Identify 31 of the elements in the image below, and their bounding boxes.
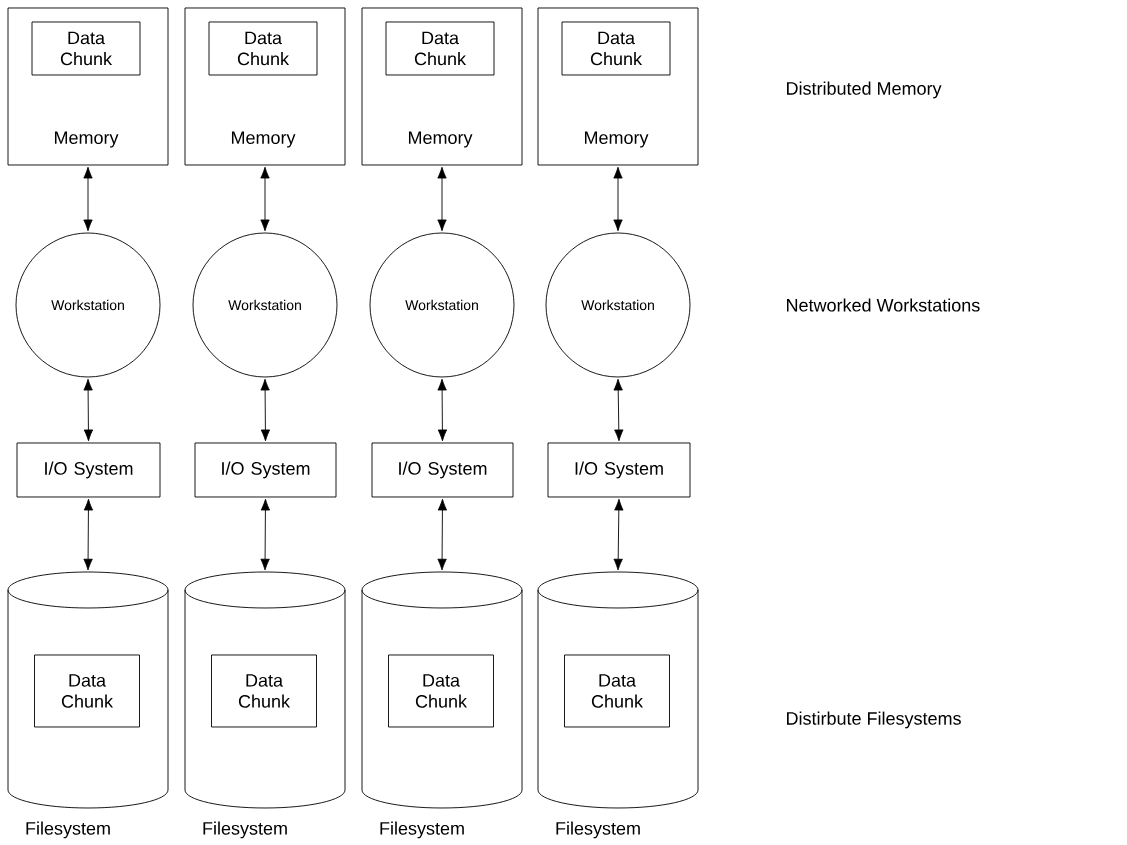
filesystem-label: Filesystem xyxy=(556,821,640,839)
layer-label: Networked Workstations xyxy=(787,298,980,312)
arrow xyxy=(83,498,94,571)
arrow xyxy=(437,498,448,571)
data-chunk-box: Data Chunk xyxy=(31,21,141,76)
data-chunk-box: Data Chunk xyxy=(211,654,317,728)
arrow xyxy=(437,166,447,232)
arrow xyxy=(260,378,271,442)
arrow xyxy=(437,378,448,442)
arrow xyxy=(260,498,271,571)
io-system-box: I/O System xyxy=(547,442,691,498)
layer-label: Distirbute Filesystems xyxy=(787,711,961,729)
arrow xyxy=(260,166,270,232)
filesystem-label: Filesystem xyxy=(26,821,110,839)
io-system-box: I/O System xyxy=(16,442,161,498)
data-chunk-box: Data Chunk xyxy=(385,21,495,76)
data-chunk-box: Data Chunk xyxy=(564,654,670,728)
arrow xyxy=(613,498,624,571)
data-chunk-box: Data Chunk xyxy=(208,21,318,76)
arrow xyxy=(613,378,624,442)
layer-label: Distributed Memory xyxy=(787,81,942,99)
data-chunk-box: Data Chunk xyxy=(561,21,671,76)
io-system-box: I/O System xyxy=(194,442,337,498)
arrow xyxy=(613,166,623,232)
filesystem-label: Filesystem xyxy=(203,821,287,839)
arrow xyxy=(83,166,93,232)
io-system-box: I/O System xyxy=(371,442,514,498)
data-chunk-box: Data Chunk xyxy=(388,654,494,728)
arrow xyxy=(83,378,94,442)
filesystem-label: Filesystem xyxy=(380,821,464,839)
data-chunk-box: Data Chunk xyxy=(34,654,140,728)
